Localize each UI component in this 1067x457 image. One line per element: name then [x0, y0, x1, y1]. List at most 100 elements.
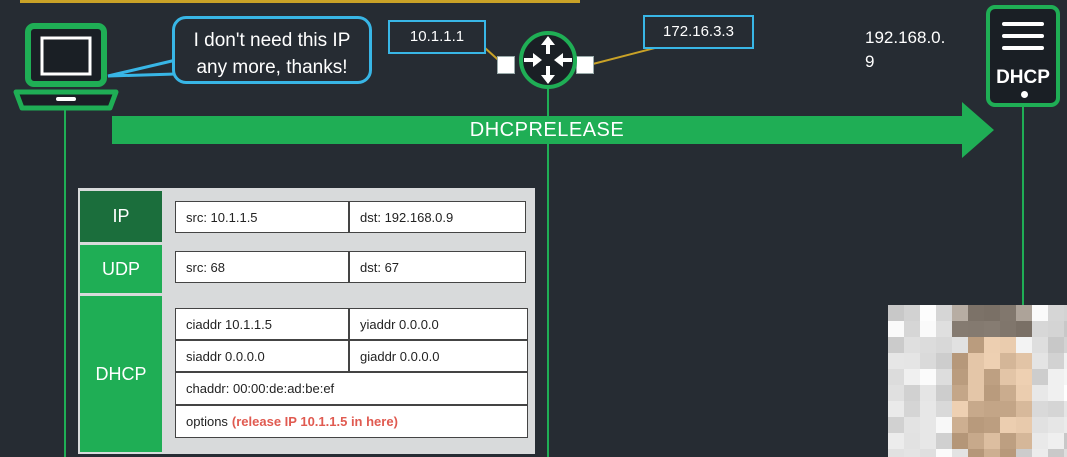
webcam-pixel [1000, 417, 1016, 433]
dhcprelease-arrow [112, 102, 994, 158]
webcam-pixel [1064, 321, 1067, 337]
presenter-webcam-pixelated [888, 305, 1067, 457]
webcam-pixel [1048, 337, 1064, 353]
webcam-pixel [1000, 337, 1016, 353]
options-field: options (release IP 10.1.1.5 in here) [175, 405, 528, 438]
webcam-pixel [888, 321, 904, 337]
udp-header-label: UDP [80, 245, 162, 293]
webcam-pixel [1032, 401, 1048, 417]
webcam-pixel [936, 321, 952, 337]
webcam-pixel [888, 337, 904, 353]
dhcp-server-icon: DHCP [986, 5, 1060, 107]
webcam-pixel [1048, 369, 1064, 385]
webcam-pixel [1016, 353, 1032, 369]
webcam-pixel [904, 369, 920, 385]
webcam-pixel [1032, 369, 1048, 385]
webcam-pixel [904, 305, 920, 321]
webcam-pixel [984, 337, 1000, 353]
webcam-pixel [952, 321, 968, 337]
webcam-pixel [920, 433, 936, 449]
speech-bubble-line1: I don't need this IP [193, 30, 351, 51]
webcam-pixel [888, 385, 904, 401]
webcam-pixel [952, 385, 968, 401]
webcam-pixel [1000, 385, 1016, 401]
webcam-pixel [1048, 321, 1064, 337]
webcam-pixel [952, 433, 968, 449]
webcam-pixel [920, 401, 936, 417]
server-label: DHCP [996, 67, 1050, 88]
webcam-pixel [904, 353, 920, 369]
webcam-pixel [936, 385, 952, 401]
webcam-pixel [920, 321, 936, 337]
webcam-pixel [920, 449, 936, 457]
webcam-pixel [984, 433, 1000, 449]
webcam-pixel [1016, 401, 1032, 417]
webcam-pixel [1048, 449, 1064, 457]
server-ip-address: 192.168.0. 9 [865, 26, 985, 74]
top-accent-bar [20, 0, 580, 3]
webcam-pixel [952, 449, 968, 457]
webcam-pixel [1032, 305, 1048, 321]
webcam-pixel [1000, 369, 1016, 385]
giaddr-field: giaddr 0.0.0.0 [349, 340, 528, 372]
ciaddr-field: ciaddr 10.1.1.5 [175, 308, 349, 340]
webcam-pixel [952, 369, 968, 385]
webcam-pixel [968, 449, 984, 457]
webcam-pixel [888, 305, 904, 321]
webcam-pixel [920, 353, 936, 369]
webcam-pixel [1048, 385, 1064, 401]
webcam-pixel [1048, 305, 1064, 321]
speech-bubble: I don't need this IP any more, thanks! [172, 16, 372, 84]
webcam-pixel [936, 433, 952, 449]
router-right-port [576, 56, 594, 74]
webcam-pixel [984, 401, 1000, 417]
webcam-pixel [1064, 385, 1067, 401]
dhcprelease-label: DHCPRELEASE [469, 119, 625, 141]
webcam-pixel [984, 321, 1000, 337]
webcam-pixel [888, 401, 904, 417]
router-timeline [547, 88, 549, 457]
webcam-pixel [904, 337, 920, 353]
webcam-pixel [904, 321, 920, 337]
webcam-pixel [952, 417, 968, 433]
webcam-pixel [920, 417, 936, 433]
webcam-pixel [1000, 305, 1016, 321]
webcam-pixel [1032, 337, 1048, 353]
webcam-pixel [1064, 369, 1067, 385]
webcam-pixel [1064, 433, 1067, 449]
webcam-pixel [936, 417, 952, 433]
webcam-pixel [984, 369, 1000, 385]
siaddr-field: siaddr 0.0.0.0 [175, 340, 349, 372]
webcam-pixel [1000, 401, 1016, 417]
webcam-pixel [952, 401, 968, 417]
webcam-pixel [920, 385, 936, 401]
webcam-pixel [1016, 337, 1032, 353]
webcam-pixel [1032, 449, 1048, 457]
options-note: (release IP 10.1.1.5 in here) [231, 414, 398, 429]
yiaddr-field: yiaddr 0.0.0.0 [349, 308, 528, 340]
server-ip-line2: 9 [865, 52, 875, 71]
webcam-pixel [1064, 449, 1067, 457]
router-right-ip: 172.16.3.3 [643, 15, 754, 49]
webcam-pixel [904, 417, 920, 433]
server-bar-2 [1002, 34, 1044, 38]
speech-bubble-tail [107, 58, 177, 78]
server-dot [1021, 91, 1028, 98]
speech-bubble-line2: any more, thanks! [196, 57, 348, 78]
router-left-port [497, 56, 515, 74]
webcam-pixel [888, 433, 904, 449]
webcam-pixel [1032, 321, 1048, 337]
webcam-pixel [888, 417, 904, 433]
ip-dst-field: dst: 192.168.0.9 [349, 201, 526, 233]
webcam-pixel [952, 305, 968, 321]
webcam-pixel [1000, 353, 1016, 369]
laptop-icon [13, 23, 119, 111]
webcam-pixel [968, 337, 984, 353]
webcam-pixel [984, 385, 1000, 401]
webcam-pixel [1048, 433, 1064, 449]
webcam-pixel [1064, 417, 1067, 433]
server-ip-line1: 192.168.0. [865, 28, 946, 47]
webcam-pixel [968, 321, 984, 337]
webcam-pixel [1064, 353, 1067, 369]
webcam-pixel [936, 369, 952, 385]
